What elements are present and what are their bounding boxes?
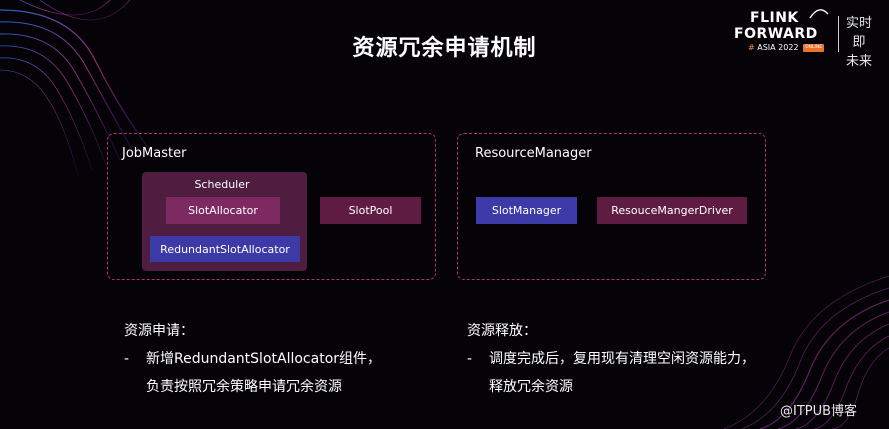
slot-manager-box: SlotManager [476,197,577,224]
logo-badge: ONLINE [803,43,825,52]
itpub-watermark: @ITPUB博客 [780,404,858,419]
flink-forward-logo: FLINK FORWARD # ASIA 2022 ONLINE 实时即 未来 [728,6,878,69]
redundant-slot-allocator-box: RedundantSlotAllocator [150,236,300,262]
job-master-panel: JobMaster Scheduler SlotAllocator Redund… [107,133,436,280]
logo-divider [838,16,839,52]
resource-release-bullet-dash: - [467,351,473,367]
resource-apply-section: 资源申请： - 新增RedundantSlotAllocator组件， 负责按照… [124,320,381,398]
resource-apply-heading: 资源申请： [124,323,194,339]
logo-chinese-slogan: 实时即 未来 [845,14,873,71]
resource-release-heading: 资源释放： [467,323,537,339]
resource-apply-line-1: 新增RedundantSlotAllocator组件， [146,351,382,367]
logo-line-2: FORWARD [734,26,818,42]
logo-hash: # [748,43,755,52]
resource-apply-bullet-dash: - [124,351,130,367]
resource-apply-line-2: 负责按照冗余策略申请冗余资源 [146,379,342,395]
slide-title: 资源冗余申请机制 [352,36,537,61]
resource-release-line-2: 释放冗余资源 [489,379,573,395]
resource-manager-driver-box: ResouceMangerDriver [597,197,747,224]
resource-release-section: 资源释放： - 调度完成后，复用现有清理空闲资源能力， 释放冗余资源 [467,320,755,398]
logo-line-1: FLINK [750,10,799,26]
slot-allocator-box: SlotAllocator [166,197,280,224]
logo-arc-icon [809,9,829,19]
logo-slogan-line-2: 未来 [845,54,872,69]
job-master-label: JobMaster [122,146,187,161]
resource-manager-label: ResourceManager [475,146,592,161]
logo-event: ASIA 2022 [757,43,799,52]
resource-manager-panel: ResourceManager SlotManager ResouceMange… [457,133,766,280]
scheduler-label: Scheduler [194,178,250,191]
slot-pool-box: SlotPool [320,197,421,224]
logo-slogan-line-1: 实时即 [845,16,872,50]
logo-subtitle: # ASIA 2022 ONLINE [748,43,825,52]
resource-release-line-1: 调度完成后，复用现有清理空闲资源能力， [489,351,755,367]
